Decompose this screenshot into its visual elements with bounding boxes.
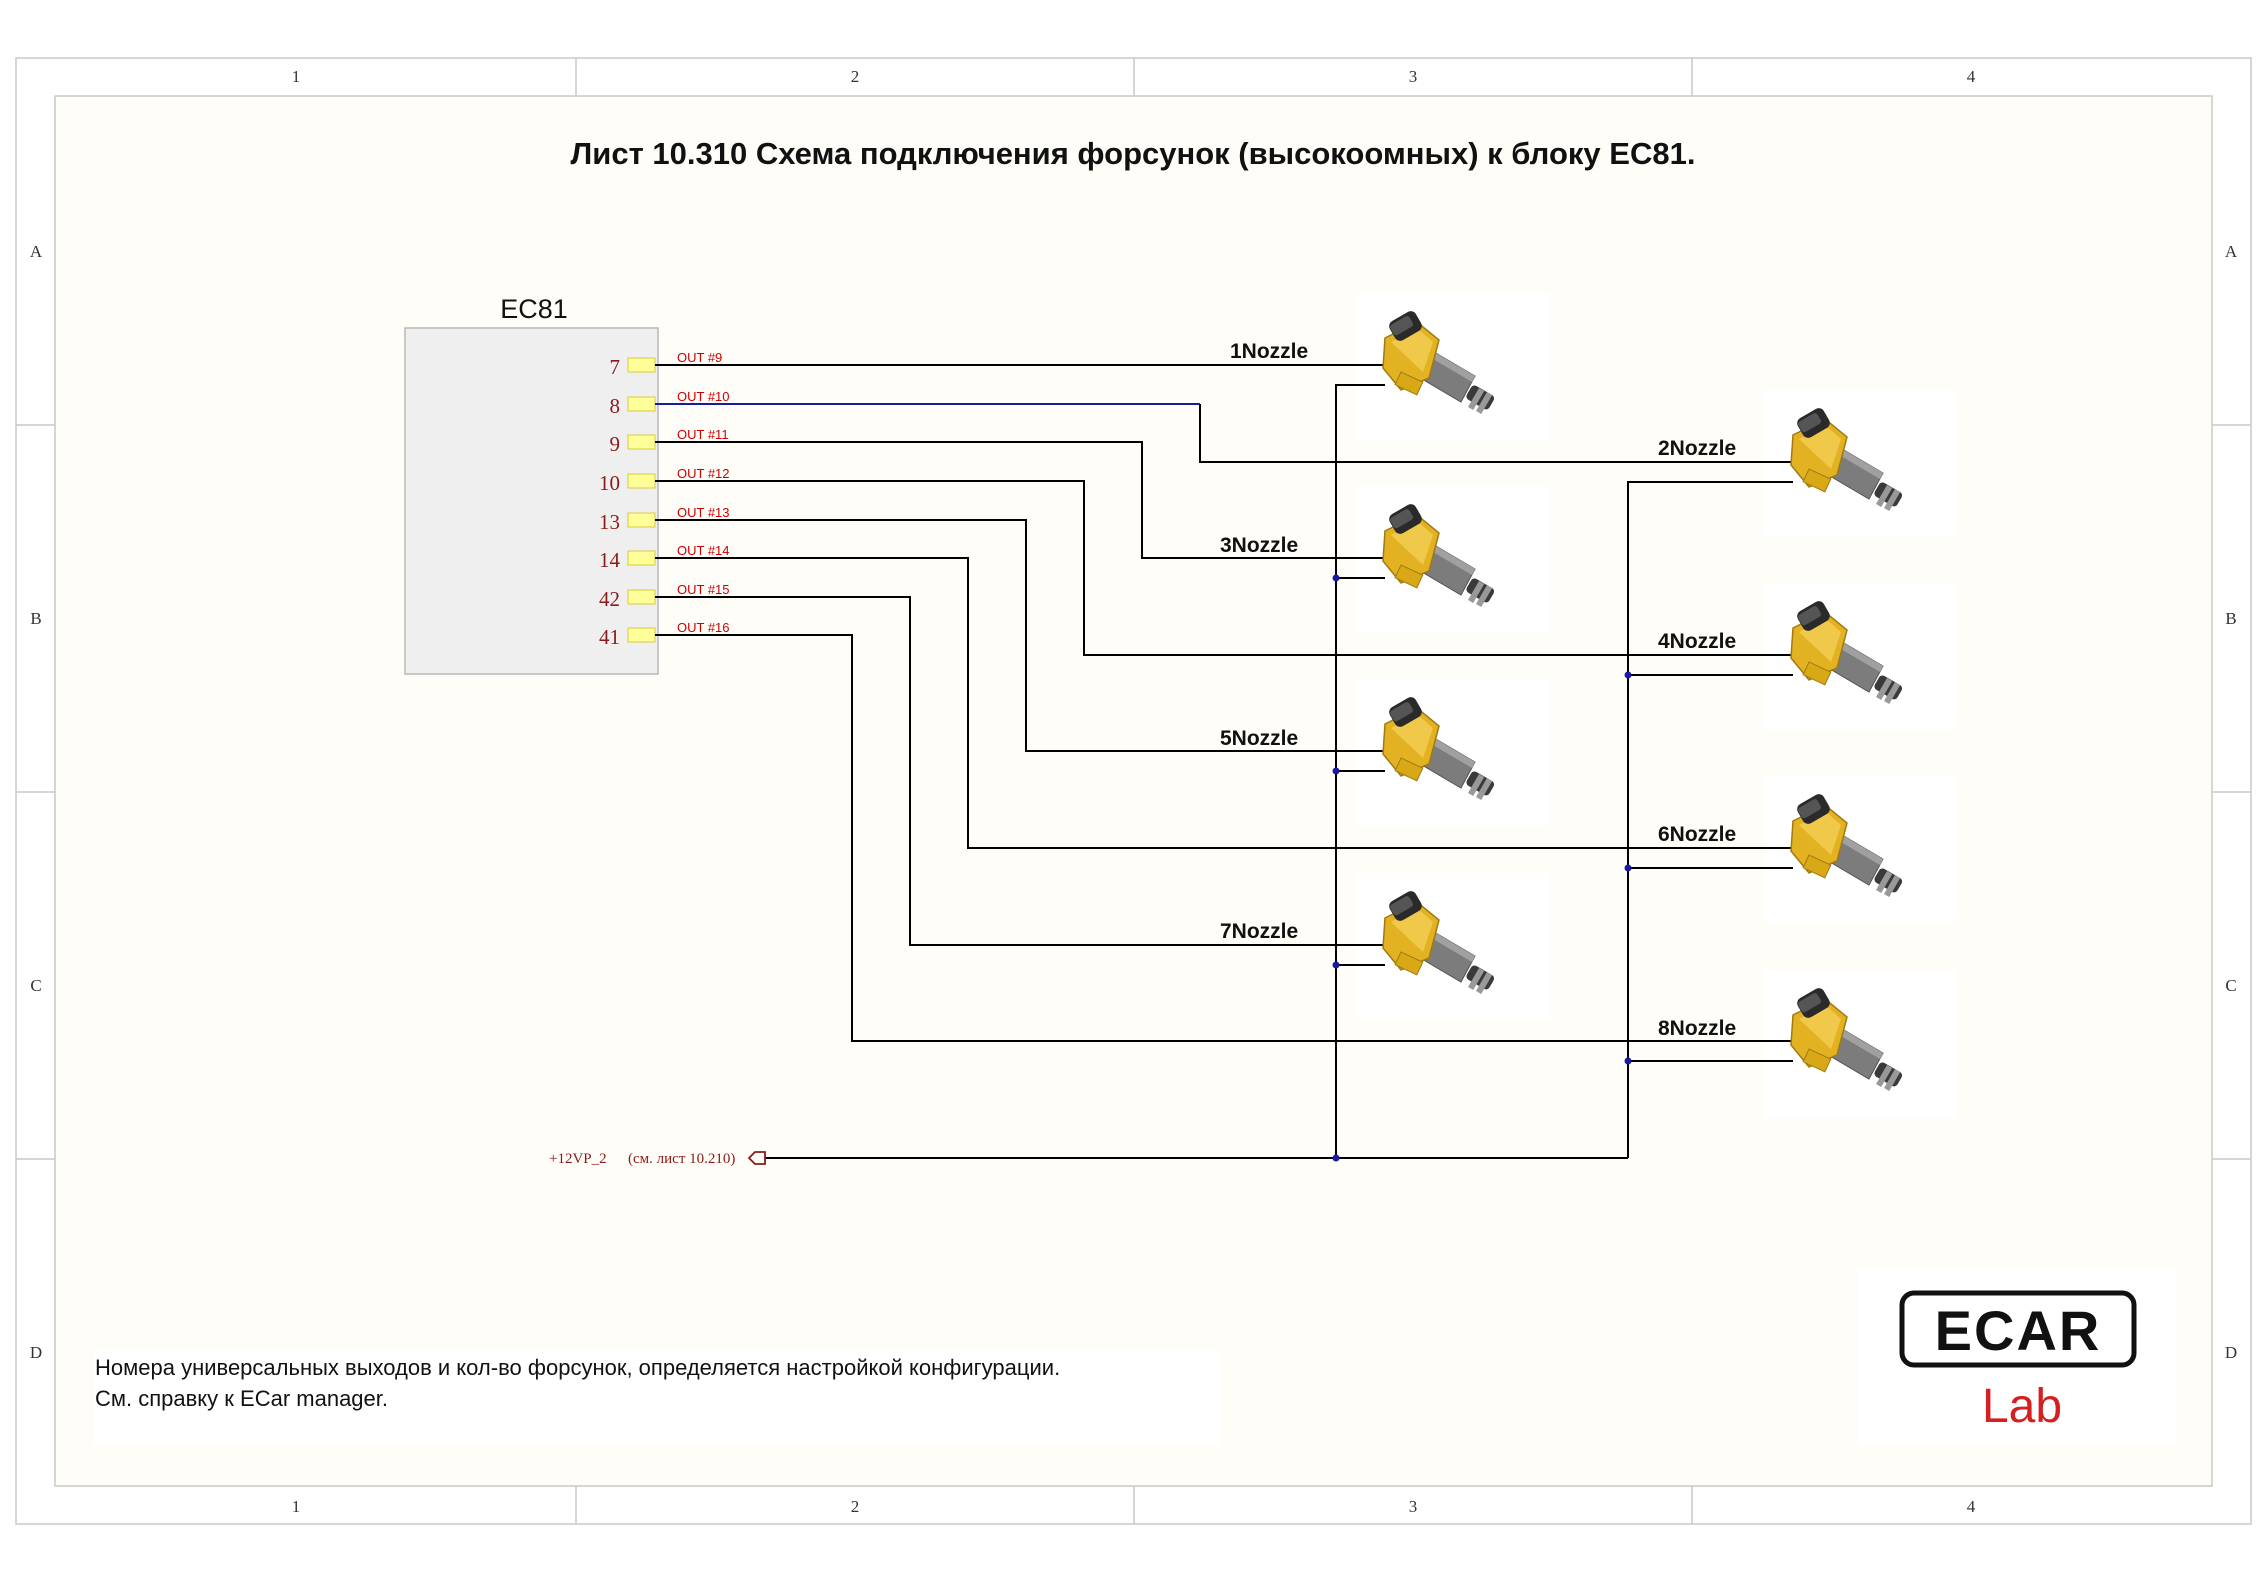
zone-col-3-top: 3 <box>1409 67 1418 86</box>
zone-col-1-bottom: 1 <box>292 1497 301 1516</box>
pin-number: 9 <box>610 432 621 456</box>
power-sheet-ref: (см. лист 10.210) <box>628 1151 735 1167</box>
nozzle-5-label: 5Nozzle <box>1220 727 1298 750</box>
wire-out14 <box>655 557 1793 849</box>
zone-col-4-top: 4 <box>1967 67 1976 86</box>
pin-number: 8 <box>610 394 621 418</box>
zone-row-c-right: C <box>2225 976 2236 995</box>
zone-row-a-left: A <box>30 242 43 261</box>
out-label: OUT #15 <box>677 582 730 597</box>
logo-sub: Lab <box>1982 1380 2062 1433</box>
note-line-2: См. справку к ECar manager. <box>95 1386 388 1411</box>
zone-col-3-bottom: 3 <box>1409 1497 1418 1516</box>
wire-out10-b <box>1199 404 1793 463</box>
out-label: OUT #12 <box>677 466 730 481</box>
pin-number: 7 <box>610 355 621 379</box>
wire-out12 <box>655 480 1793 656</box>
pin-number: 42 <box>599 587 620 611</box>
out-label: OUT #13 <box>677 505 730 520</box>
logo-brand: ECAR <box>1935 1299 2102 1362</box>
ecu-block <box>404 327 659 675</box>
power-port-arrow-icon <box>747 1151 766 1165</box>
pin-pad <box>627 473 656 489</box>
ecu-pins: 7 OUT #9 8 OUT #10 9 OUT #11 10 OUT #12 … <box>599 350 730 649</box>
pin-pad <box>627 396 656 412</box>
pin-pad <box>627 550 656 566</box>
zone-row-b-left: B <box>30 609 41 628</box>
page-title: Лист 10.310 Схема подключения форсунок (… <box>571 136 1696 171</box>
zone-row-d-left: D <box>30 1343 42 1362</box>
zone-col-1-top: 1 <box>292 67 301 86</box>
wire-out15 <box>655 596 1385 946</box>
junction-dot <box>1332 767 1340 775</box>
pin-number: 41 <box>599 625 620 649</box>
ecu-name: EC81 <box>500 294 568 324</box>
note-box <box>94 1350 1220 1446</box>
note-line-1: Номера универсальных выходов и кол-во фо… <box>95 1355 1060 1380</box>
pin-pad <box>627 627 656 643</box>
nozzle-7-label: 7Nozzle <box>1220 920 1298 943</box>
out-label: OUT #10 <box>677 389 730 404</box>
out-label: OUT #9 <box>677 350 722 365</box>
zone-col-4-bottom: 4 <box>1967 1497 1976 1516</box>
pin-pad <box>627 434 656 450</box>
nozzle-1-label: 1Nozzle <box>1230 340 1308 363</box>
zone-row-d-right: D <box>2225 1343 2237 1362</box>
junction-dot <box>1624 864 1632 872</box>
junction-dot <box>1332 1154 1340 1162</box>
nozzle-2-label: 2Nozzle <box>1658 437 1736 460</box>
wire-out11 <box>655 441 1385 559</box>
pin-number: 10 <box>599 471 620 495</box>
wire-out13 <box>655 519 1385 752</box>
out-label: OUT #16 <box>677 620 730 635</box>
nozzle-4-label: 4Nozzle <box>1658 630 1736 653</box>
zone-col-2-bottom: 2 <box>851 1497 860 1516</box>
junction-dot <box>1624 1057 1632 1065</box>
out-label: OUT #11 <box>677 427 729 442</box>
pin-number: 14 <box>599 548 621 572</box>
wire-out16 <box>655 634 1793 1042</box>
nozzle-3-label: 3Nozzle <box>1220 534 1298 557</box>
zone-row-c-left: C <box>30 976 41 995</box>
zone-col-2-top: 2 <box>851 67 860 86</box>
wire-power-right-bus <box>1627 481 1793 1158</box>
out-label: OUT #14 <box>677 543 730 558</box>
zone-row-b-right: B <box>2225 609 2236 628</box>
pin-pad <box>627 512 656 528</box>
nozzle-6-label: 6Nozzle <box>1658 823 1736 846</box>
wire-power-left-bus <box>1335 384 1385 1158</box>
junction-dot <box>1624 671 1632 679</box>
nozzle-8-label: 8Nozzle <box>1658 1017 1736 1040</box>
pin-pad <box>627 357 656 373</box>
zone-row-a-right: A <box>2225 242 2238 261</box>
ecar-lab-logo: ECAR Lab <box>1858 1268 2176 1446</box>
junction-dot <box>1332 961 1340 969</box>
pin-pad <box>627 589 656 605</box>
pin-number: 13 <box>599 510 620 534</box>
power-net-label: +12VP_2 <box>549 1151 607 1167</box>
junction-dot <box>1332 574 1340 582</box>
